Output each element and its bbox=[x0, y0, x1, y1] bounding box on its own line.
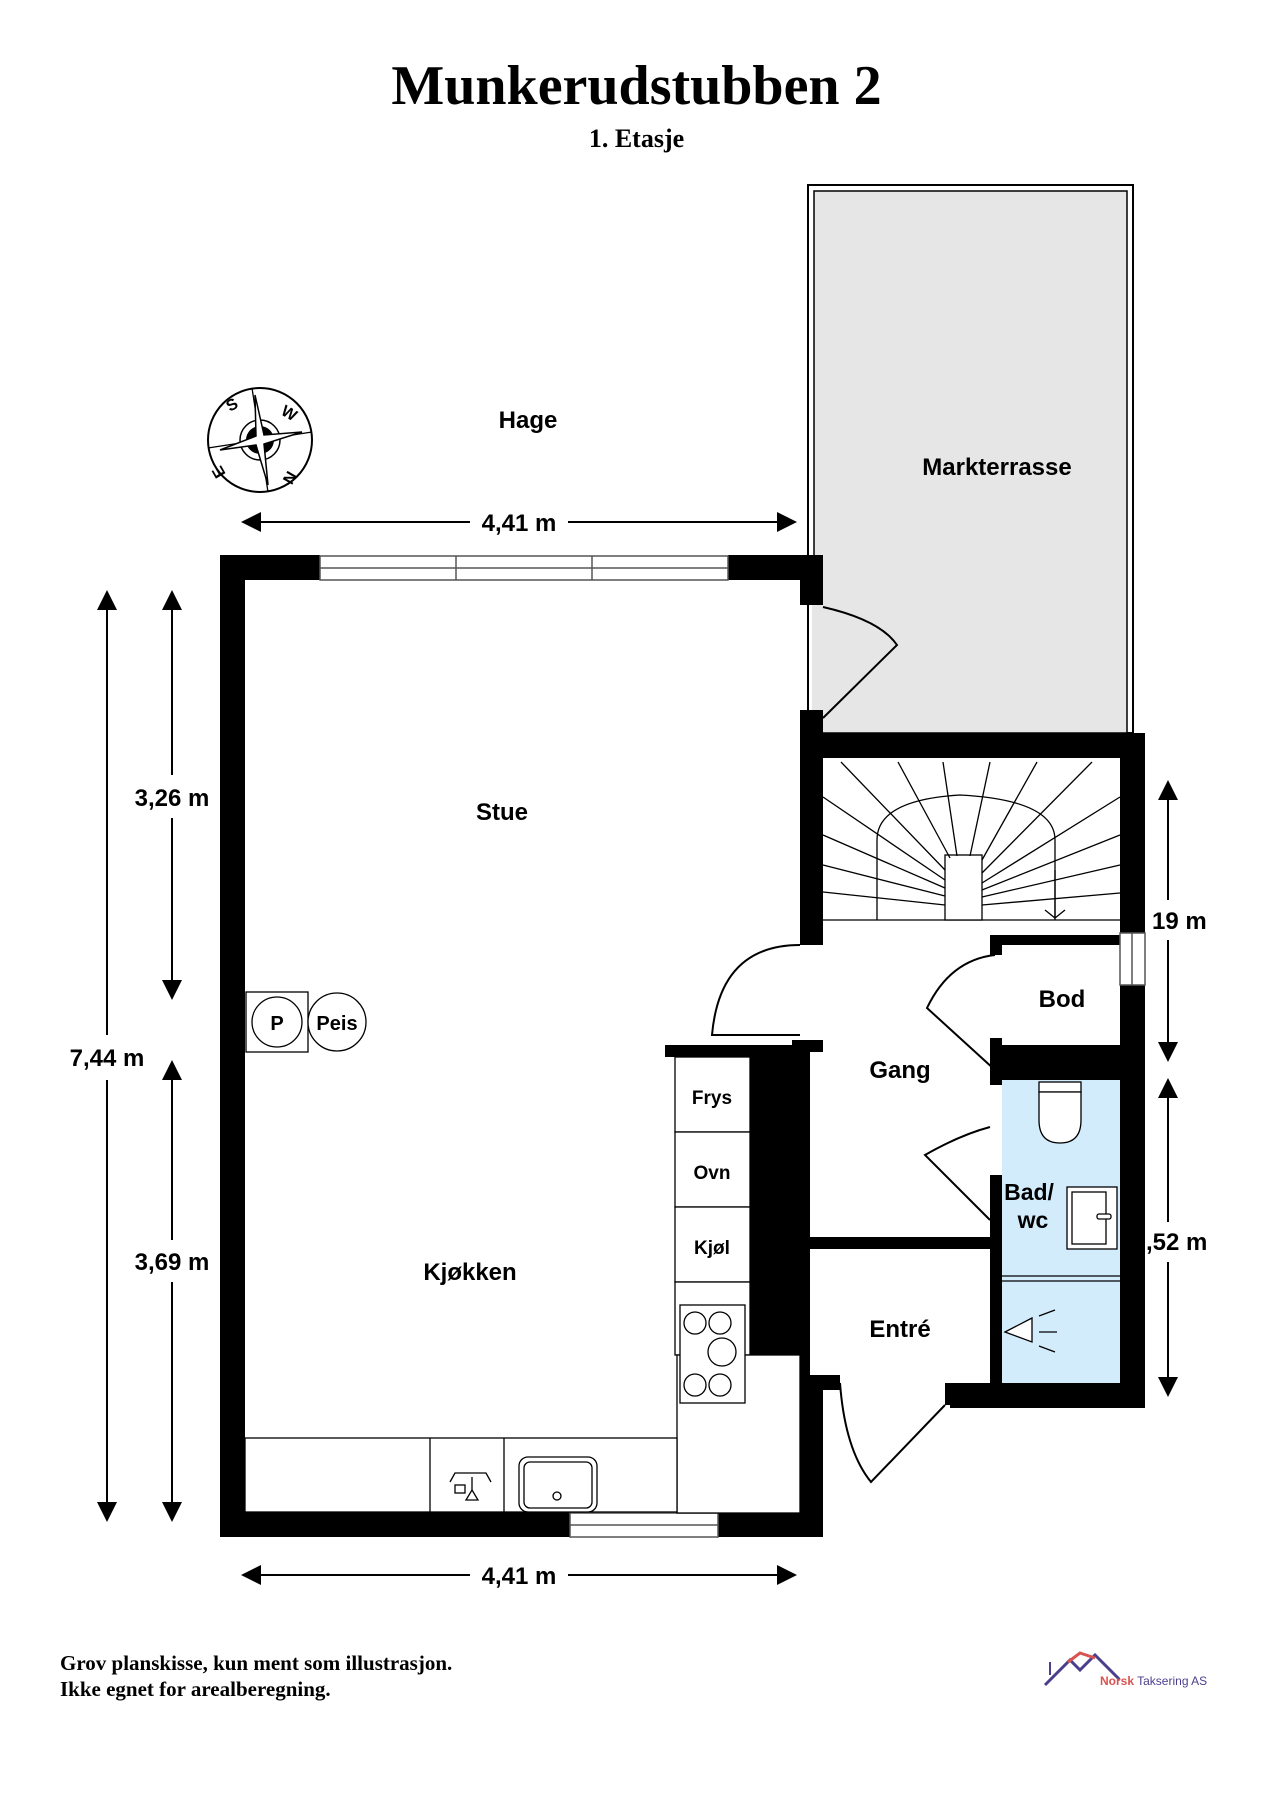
staircase bbox=[822, 758, 1121, 921]
logo-brand: Norsk bbox=[1100, 1674, 1135, 1688]
entrance-door bbox=[839, 1382, 946, 1484]
oven-label: Ovn bbox=[694, 1163, 731, 1184]
floor-subtitle: 1. Etasje bbox=[588, 124, 685, 153]
room-bad: Bad/ bbox=[1004, 1179, 1054, 1205]
room-bod: Bod bbox=[1039, 986, 1086, 1013]
freezer bbox=[674, 1056, 751, 1133]
dim-left-total: 7,44 m bbox=[70, 1045, 145, 1072]
room-markterrasse: Markterrasse bbox=[922, 454, 1071, 481]
doors bbox=[710, 606, 996, 1484]
dim-left-upper: 3,26 m bbox=[135, 785, 210, 812]
bad-door bbox=[923, 1126, 991, 1221]
bod-door bbox=[925, 954, 996, 1071]
window-top bbox=[319, 555, 729, 581]
room-stue: Stue bbox=[476, 799, 528, 826]
window-bod bbox=[1119, 932, 1146, 986]
dishwasher-icon bbox=[449, 1472, 492, 1501]
terrace-door bbox=[822, 606, 899, 719]
room-hage: Hage bbox=[499, 407, 558, 434]
terrace bbox=[807, 184, 1134, 734]
dim-left-lower: 3,69 m bbox=[135, 1249, 210, 1276]
house-roof-icon bbox=[1043, 1651, 1120, 1687]
freezer-label: Frys bbox=[692, 1088, 732, 1109]
sink-bath-icon bbox=[1066, 1186, 1118, 1250]
kitchen-sink-icon bbox=[518, 1456, 598, 1513]
dimension-lines bbox=[97, 512, 1178, 1585]
stue-gang-door bbox=[710, 944, 801, 1036]
window-bottom bbox=[569, 1512, 719, 1538]
disclaimer-line-2: Ikke egnet for arealberegning. bbox=[60, 1677, 331, 1701]
page-title: Munkerudstubben 2 bbox=[391, 55, 882, 117]
walls bbox=[220, 555, 1145, 1537]
disclaimer: Grov planskisse, kun ment som illustrasj… bbox=[60, 1650, 452, 1702]
room-gang: Gang bbox=[869, 1057, 930, 1084]
disclaimer-line-1: Grov planskisse, kun ment som illustrasj… bbox=[60, 1651, 453, 1675]
fireplace-icon bbox=[245, 991, 367, 1053]
dim-bottom-width: 4,41 m bbox=[482, 1563, 557, 1590]
stove-icon bbox=[679, 1304, 746, 1404]
dim-right-lower: ,52 m bbox=[1146, 1229, 1207, 1256]
fridge-label: Kjøl bbox=[694, 1238, 730, 1259]
logo-text: Norsk Taksering AS bbox=[1100, 1674, 1207, 1688]
dim-right-upper: 19 m bbox=[1152, 908, 1207, 935]
kitchen-cabinets bbox=[244, 1056, 801, 1514]
room-entre: Entré bbox=[869, 1316, 930, 1343]
room-bad-line2: wc bbox=[1017, 1207, 1049, 1233]
company-logo: Norsk Taksering AS bbox=[1040, 1650, 1230, 1700]
room-kjokken: Kjøkken bbox=[423, 1259, 516, 1286]
oven bbox=[674, 1131, 751, 1208]
logo-rest: Taksering AS bbox=[1134, 1674, 1208, 1688]
shower-icon bbox=[1002, 1275, 1120, 1353]
dim-top-width: 4,41 m bbox=[482, 510, 557, 537]
fireplace-label: Peis bbox=[316, 1013, 357, 1035]
compass-icon: S W N E bbox=[207, 387, 313, 493]
toilet-icon bbox=[1038, 1081, 1082, 1144]
fireplace-p-label: P bbox=[270, 1013, 283, 1035]
